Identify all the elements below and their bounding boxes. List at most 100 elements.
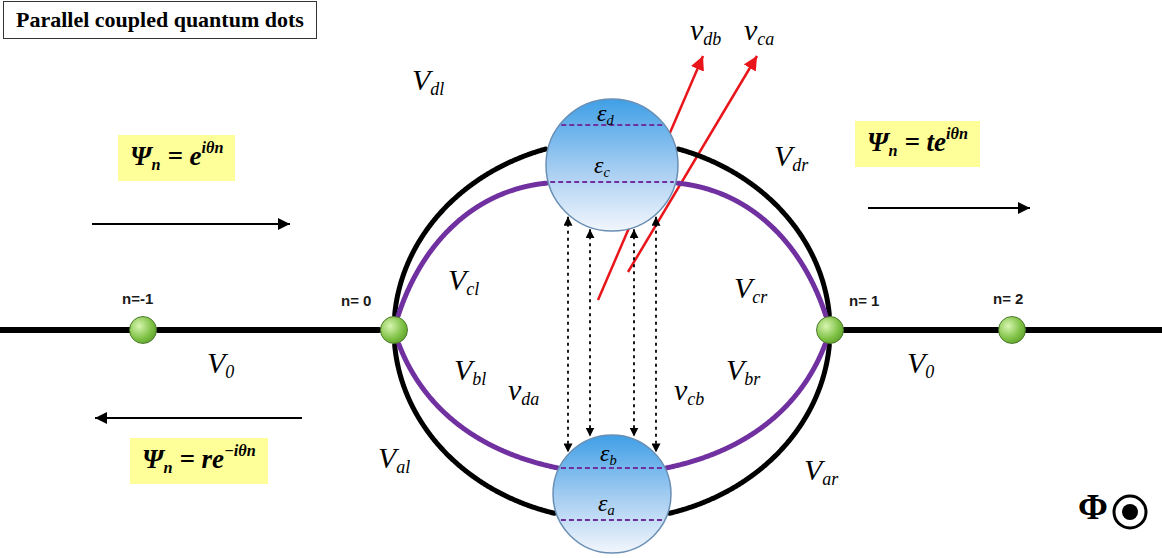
text-run: c <box>603 164 609 180</box>
wavefunction-box: Ψn = eiθn <box>118 135 235 181</box>
text-run: ca <box>757 29 774 49</box>
tunnel-path <box>678 149 829 315</box>
text-run: n <box>889 142 898 160</box>
text-run: n= 0 <box>341 292 371 309</box>
level-coupling-path <box>667 344 825 467</box>
coupling-label: V0 <box>205 345 236 384</box>
text-run: V <box>207 346 225 379</box>
frequency-label: νda <box>506 372 541 411</box>
reflected-arrow <box>95 417 302 419</box>
text-run: V <box>804 453 822 486</box>
text-run: n= 2 <box>993 290 1023 307</box>
text-run: V <box>454 353 472 386</box>
text-run: n= 1 <box>849 292 879 309</box>
text-run: ν <box>508 373 521 406</box>
lattice-site: n= 1 <box>816 316 844 344</box>
text-run: db <box>703 29 721 49</box>
text-run: ε <box>597 100 606 126</box>
coupling-label: Val <box>376 440 412 479</box>
transition-connector <box>633 229 635 436</box>
wavefunction-label: Ψn = eiθn <box>130 138 223 176</box>
level-coupling-path <box>398 183 546 316</box>
text-run: n=-1 <box>122 290 153 307</box>
lead-wire <box>0 327 143 333</box>
transmitted-arrow <box>868 207 1030 209</box>
lattice-site: n=-1 <box>129 316 157 344</box>
quantum-dot: εdεc <box>545 98 679 232</box>
title-box: Parallel coupled quantum dots <box>3 1 317 39</box>
tunnel-path <box>395 345 555 513</box>
energy-label: εb <box>600 440 617 469</box>
energy-level <box>561 519 663 521</box>
energy-label: εd <box>597 100 614 129</box>
dot-outline <box>553 435 671 553</box>
text-run: Φ <box>1078 487 1108 527</box>
text-run: V <box>726 353 744 386</box>
coupling-label: V0 <box>905 345 936 384</box>
text-run: cb <box>687 389 704 409</box>
text-run: br <box>744 369 760 389</box>
text-run: dr <box>792 155 808 175</box>
transition-connector <box>589 229 591 436</box>
lattice-site: n= 2 <box>998 316 1026 344</box>
tunnel-path <box>395 149 546 315</box>
coupling-label: Vdr <box>772 138 810 177</box>
text-run: −iθn <box>224 442 256 460</box>
energy-level <box>550 181 674 183</box>
coupling-label: Vcl <box>446 262 481 301</box>
text-run: V <box>448 263 466 296</box>
text-run: ε <box>598 490 607 516</box>
transition-connector <box>567 217 569 453</box>
flux-symbol-dot <box>1122 504 1138 520</box>
text-run: V <box>907 346 925 379</box>
text-run: ε <box>600 440 609 466</box>
dot-outline <box>546 99 678 231</box>
flux-symbol <box>1114 496 1146 528</box>
text-run: V <box>734 271 752 304</box>
lattice-site: n= 0 <box>380 316 408 344</box>
site-label: n= 2 <box>993 291 1023 308</box>
text-run: iθn <box>202 139 224 157</box>
text-run: Ψ <box>867 127 889 157</box>
text-run: ν <box>744 13 757 46</box>
text-run: al <box>396 457 410 477</box>
text-run: d <box>606 112 613 128</box>
dot-shape <box>552 434 672 554</box>
text-run: n <box>164 459 173 477</box>
transition-connector <box>655 217 657 453</box>
flux-label: Φ <box>1076 486 1110 529</box>
coupling-label: Vbl <box>452 352 488 391</box>
text-run: ν <box>690 13 703 46</box>
text-run: ar <box>822 469 838 489</box>
site-label: n= 0 <box>341 293 371 310</box>
wavefunction-box: Ψn = re−iθn <box>130 438 268 484</box>
text-run: ε <box>594 152 603 178</box>
incident-arrow <box>92 223 290 225</box>
coupling-label: Vcr <box>732 270 769 309</box>
text-run: V <box>774 139 792 172</box>
level-coupling-path <box>678 183 826 316</box>
text-run: cr <box>752 287 767 307</box>
text-run: ν <box>674 373 687 406</box>
tunnel-path <box>158 327 379 333</box>
site-label: n= 1 <box>849 293 879 310</box>
text-run: = e <box>161 141 202 171</box>
text-run: V <box>412 63 430 96</box>
frequency-label: νdb <box>688 12 723 51</box>
frequency-label: νcb <box>672 372 706 411</box>
text-run: dl <box>430 79 444 99</box>
text-run: bl <box>472 369 486 389</box>
energy-label: εc <box>594 152 610 181</box>
text-run: da <box>521 389 539 409</box>
text-run: = re <box>173 444 224 474</box>
wavefunction-box: Ψn = teiθn <box>855 121 980 167</box>
text-run: Ψ <box>142 444 164 474</box>
frequency-label: νca <box>742 12 776 51</box>
quantum-dot: εbεa <box>552 434 672 554</box>
text-run: b <box>609 452 616 468</box>
tunnel-path <box>845 327 998 333</box>
text-run: iθn <box>946 125 968 143</box>
coupling-label: Vbr <box>724 352 762 391</box>
